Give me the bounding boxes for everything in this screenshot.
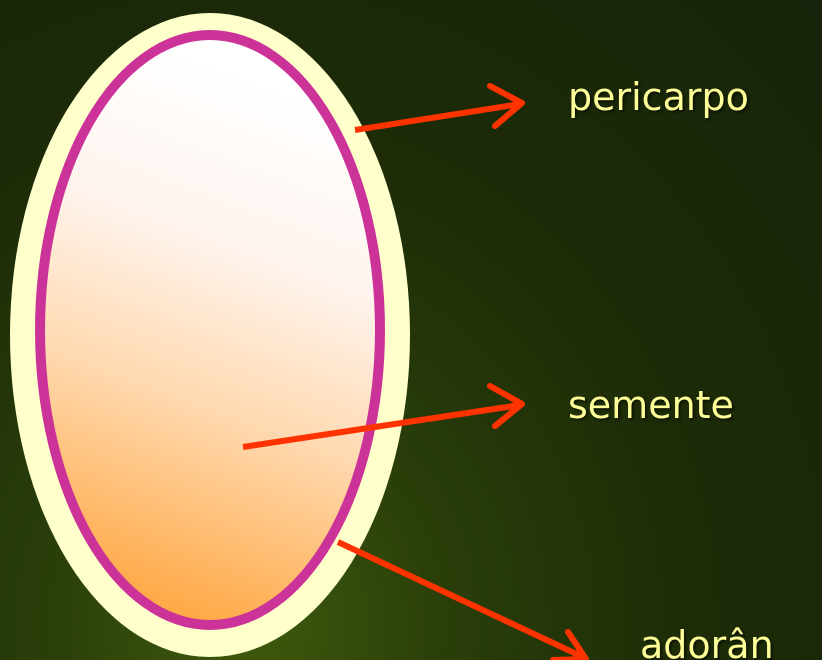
label-pericarpo: pericarpo [568, 78, 749, 116]
arrow-pericarpo [355, 86, 522, 130]
label-cutoff: adorân [640, 626, 774, 660]
seed-body [45, 40, 375, 620]
label-semente: semente [568, 386, 734, 424]
arrow-lower [338, 542, 586, 660]
